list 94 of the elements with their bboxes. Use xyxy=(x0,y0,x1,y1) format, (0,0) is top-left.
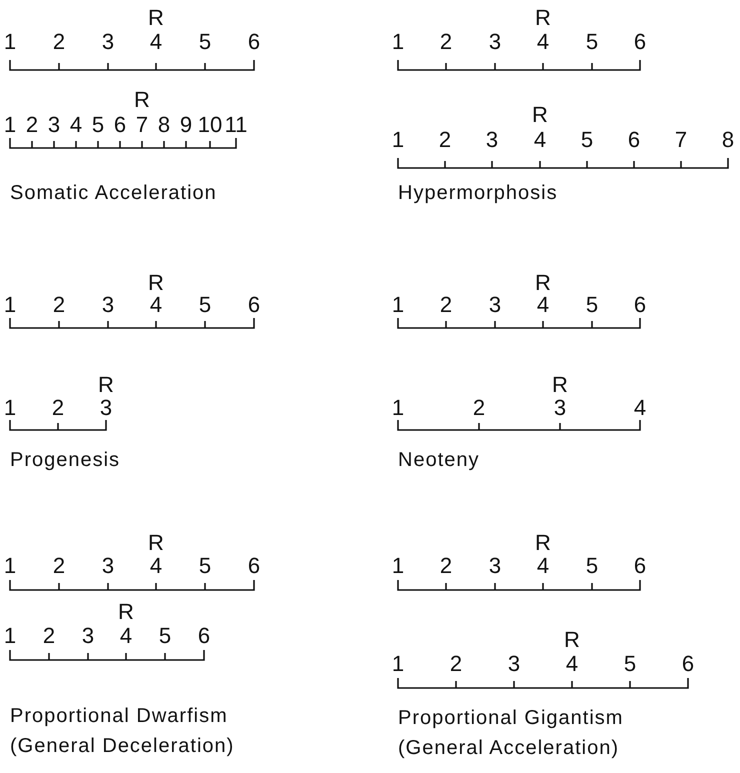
stage-number: 4 xyxy=(120,624,132,648)
stage-number: 6 xyxy=(114,113,126,137)
stage-number: 4 xyxy=(534,128,546,152)
stage-number: 6 xyxy=(248,554,260,578)
stage-number: 2 xyxy=(52,293,66,317)
process-name: (General Acceleration) xyxy=(398,736,619,760)
stage-number: 6 xyxy=(634,554,646,578)
stage-number: 3 xyxy=(82,624,94,648)
reference-marker: R xyxy=(98,373,114,397)
stage-number: 3 xyxy=(102,30,114,54)
stage-number: 5 xyxy=(92,113,104,137)
stage-number: 4 xyxy=(536,293,550,317)
reference-marker: R xyxy=(134,88,150,112)
stage-number: 5 xyxy=(198,30,212,54)
stage-number: 3 xyxy=(102,554,114,578)
stage-number: 3 xyxy=(100,396,112,420)
stage-number: 2 xyxy=(26,113,38,137)
stage-number: 5 xyxy=(624,652,636,676)
stage-number: 6 xyxy=(248,30,260,54)
stage-number: 4 xyxy=(634,396,646,420)
stage-number: 6 xyxy=(198,624,210,648)
stage-number: 1 xyxy=(392,554,404,578)
stage-number: 5 xyxy=(580,128,594,152)
stage-number: 3 xyxy=(508,652,520,676)
stage-number: 5 xyxy=(586,293,598,317)
stage-number: 1 xyxy=(392,128,404,152)
stage-number: 4 xyxy=(536,554,550,578)
reference-marker: R xyxy=(118,600,134,624)
stage-number: 4 xyxy=(150,554,162,578)
stage-number: 2 xyxy=(42,624,56,648)
stage-number: 5 xyxy=(198,293,212,317)
stage-number: 1 xyxy=(4,293,16,317)
process-name: Hypermorphosis xyxy=(398,181,558,205)
reference-marker: R xyxy=(148,6,164,30)
stage-number: 5 xyxy=(198,554,212,578)
stage-number: 1 xyxy=(392,396,404,420)
stage-number: 2 xyxy=(438,128,452,152)
reference-marker: R xyxy=(148,271,164,295)
stage-number: 4 xyxy=(536,30,550,54)
stage-number: 3 xyxy=(486,128,498,152)
stage-number: 2 xyxy=(440,293,452,317)
stage-number: 3 xyxy=(488,30,502,54)
stage-number: 5 xyxy=(586,554,598,578)
stage-number: 1 xyxy=(392,652,404,676)
stage-number: 1 xyxy=(4,396,16,420)
stage-number: 1 xyxy=(4,113,16,137)
stage-number: 3 xyxy=(554,396,566,420)
stage-number: 2 xyxy=(440,554,452,578)
stage-number: 4 xyxy=(70,113,82,137)
reference-marker: R xyxy=(535,6,551,30)
stage-number: 8 xyxy=(158,113,170,137)
stage-number: 1 xyxy=(4,30,16,54)
stage-number: 1 xyxy=(392,30,404,54)
reference-marker: R xyxy=(552,373,568,397)
stage-number: 11 xyxy=(224,113,248,137)
reference-marker: R xyxy=(535,271,551,295)
stage-number: 3 xyxy=(488,293,502,317)
reference-marker: R xyxy=(532,103,548,127)
stage-number: 4 xyxy=(150,293,162,317)
stage-number: 2 xyxy=(450,652,462,676)
stage-number: 3 xyxy=(488,554,502,578)
stage-number: 2 xyxy=(52,554,66,578)
process-name: Neoteny xyxy=(398,448,480,472)
reference-marker: R xyxy=(564,628,580,652)
stage-number: 10 xyxy=(198,113,222,137)
stage-number: 7 xyxy=(136,113,148,137)
stage-number: 2 xyxy=(52,30,66,54)
stage-number: 7 xyxy=(674,128,688,152)
stage-number: 4 xyxy=(150,30,162,54)
process-name: Proportional Dwarfism xyxy=(10,704,228,728)
stage-number: 9 xyxy=(180,113,192,137)
stage-number: 2 xyxy=(472,396,486,420)
stage-number: 1 xyxy=(4,554,16,578)
process-name: Progenesis xyxy=(10,448,120,472)
process-name: Somatic Acceleration xyxy=(10,181,217,205)
stage-number: 3 xyxy=(102,293,114,317)
process-name: Proportional Gigantism xyxy=(398,706,624,730)
stage-number: 5 xyxy=(586,30,598,54)
stage-number: 6 xyxy=(634,30,646,54)
stage-number: 3 xyxy=(48,113,60,137)
reference-marker: R xyxy=(148,531,164,555)
stage-number: 1 xyxy=(4,624,16,648)
stage-number: 6 xyxy=(628,128,640,152)
stage-number: 6 xyxy=(248,293,260,317)
stage-number: 8 xyxy=(722,128,734,152)
stage-number: 6 xyxy=(634,293,646,317)
stage-number: 1 xyxy=(392,293,404,317)
stage-number: 2 xyxy=(440,30,452,54)
stage-number: 2 xyxy=(52,396,64,420)
reference-marker: R xyxy=(535,531,551,555)
stage-number: 6 xyxy=(682,652,694,676)
stage-number: 4 xyxy=(566,652,578,676)
process-name: (General Deceleration) xyxy=(10,734,234,758)
stage-number: 5 xyxy=(158,624,172,648)
